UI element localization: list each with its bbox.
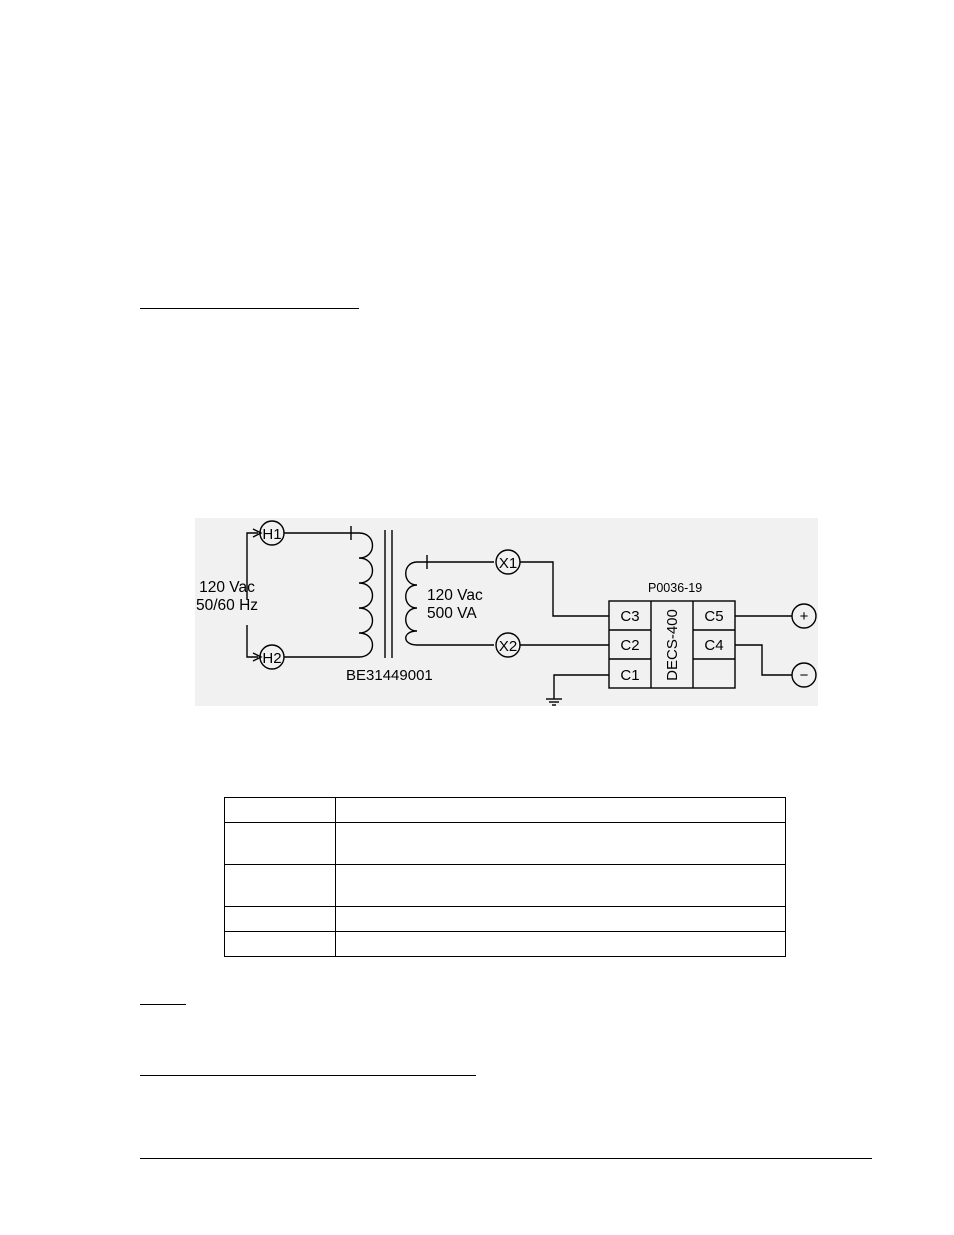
wire-x1-c3 <box>520 561 609 617</box>
diagram-background <box>195 518 818 706</box>
note-heading-underline <box>140 1004 186 1005</box>
table-cell <box>224 797 336 823</box>
footer-rule <box>140 1158 872 1159</box>
secondary-power-label: 500 VA <box>427 605 477 622</box>
terminal-x2-label: X2 <box>499 638 517 655</box>
terminal-c1-label: C1 <box>620 667 639 684</box>
transformer-part-number: BE31449001 <box>346 667 433 684</box>
device-name-label: DECS-400 <box>664 609 681 681</box>
table-cell <box>335 864 786 907</box>
negative-terminal-circle <box>791 662 817 688</box>
terminal-h1-label: H1 <box>262 526 281 543</box>
terminal-c3-label: C3 <box>620 608 639 625</box>
positive-terminal-circle <box>791 603 817 629</box>
table-cell <box>224 864 336 907</box>
table-cell <box>335 797 786 823</box>
input-wire-bottom <box>246 625 258 658</box>
negative-symbol: − <box>800 667 809 684</box>
table-cell <box>335 931 786 957</box>
arrow-h1 <box>252 528 263 538</box>
section-heading-underline <box>140 308 359 309</box>
terminal-c2-label: C2 <box>620 637 639 654</box>
secondary-winding <box>405 561 494 646</box>
primary-frequency-label: 50/60 Hz <box>196 597 258 614</box>
table-cell <box>224 906 336 932</box>
table-row <box>224 906 786 932</box>
table-row <box>224 822 786 865</box>
table-cell <box>335 906 786 932</box>
secondary-voltage-label: 120 Vac <box>427 587 483 604</box>
primary-voltage-label: 120 Vac <box>199 579 255 596</box>
arrow-h2 <box>252 652 263 662</box>
table-row <box>224 931 786 957</box>
drawing-number: P0036-19 <box>648 581 702 595</box>
table-cell <box>224 822 336 865</box>
input-wire-top <box>246 532 258 600</box>
primary-winding <box>284 532 374 658</box>
terminal-h2-label: H2 <box>262 650 281 667</box>
terminal-c5-label: C5 <box>704 608 723 625</box>
wire-c1-ground <box>553 674 609 699</box>
transformer-wiring-diagram: H1 H2 X1 X2 120 Vac 50/60 Hz 120 Vac 500… <box>195 518 818 706</box>
specification-table <box>224 797 786 957</box>
terminal-x1-label: X1 <box>499 555 517 572</box>
wire-c4-negative <box>735 644 792 676</box>
terminal-c4-label: C4 <box>704 637 723 654</box>
positive-symbol: + <box>800 608 809 625</box>
section-heading-underline-2 <box>140 1075 476 1076</box>
table-row <box>224 864 786 907</box>
table-row <box>224 797 786 823</box>
table-cell <box>224 931 336 957</box>
table-cell <box>335 822 786 865</box>
